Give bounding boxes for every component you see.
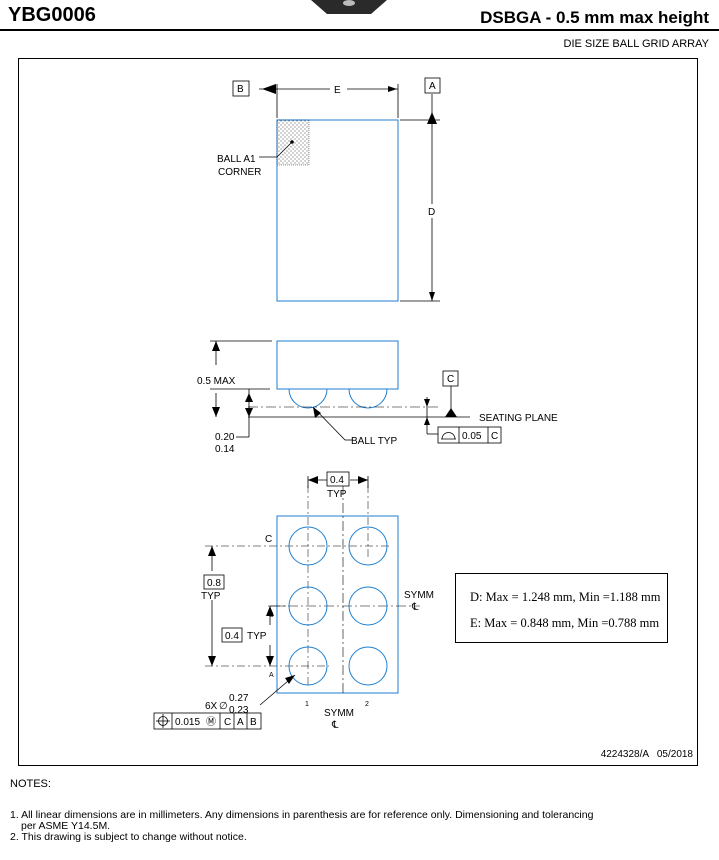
ball-b2 (348, 586, 388, 626)
diameter-symbol: ∅ (219, 701, 228, 712)
position-tolerance-value: 0.015 (175, 717, 200, 728)
package-code: YBG0006 (8, 4, 96, 26)
ball-a2 (348, 646, 388, 686)
symm-bottom-label: SYMM (324, 708, 354, 719)
die-outline-bottom (276, 515, 399, 694)
datum-b-label: B (237, 84, 244, 95)
note-1-continued: per ASME Y14.5M. (21, 820, 111, 832)
seating-plane-label: SEATING PLANE (479, 413, 558, 424)
symm-right-label: SYMM (404, 590, 434, 601)
ball-typ-label: BALL TYP (351, 436, 397, 447)
bottom-view: 0.4 TYP 0.8 TYP 0.4 TYP C B A 1 2 SYMM ℄… (153, 471, 434, 731)
side-ball-1 (288, 388, 328, 409)
col-2-label: 2 (365, 701, 369, 708)
pitch-y-total-typ: TYP (201, 591, 221, 602)
position-datum-3: B (250, 717, 257, 728)
drawing-frame (18, 58, 698, 766)
ball-a1-label-line2: CORNER (218, 167, 261, 178)
header-rule (0, 29, 719, 31)
symm-right-cl: ℄ (411, 602, 419, 613)
side-view: SEATING PLANE 0.5 MAX 0.20 0.14 BALL TYP… (197, 340, 558, 455)
ball-c2 (348, 526, 388, 566)
ball-count: 6X (205, 701, 218, 712)
package-thumbnail (311, 0, 387, 14)
position-datum-1: C (224, 717, 231, 728)
max-height-label: 0.5 MAX (197, 376, 236, 387)
pitch-x-typ: TYP (327, 489, 347, 500)
datum-c-label: C (447, 374, 454, 385)
ball-b1 (288, 586, 328, 626)
pitch-y-total-label: 0.8 (207, 578, 221, 589)
standoff-max: 0.20 (215, 432, 235, 443)
flatness-datum: C (491, 431, 498, 442)
row-b-label: B (269, 612, 274, 619)
standoff-min: 0.14 (215, 444, 235, 455)
die-outline-side (276, 340, 399, 390)
die-outline-top (276, 119, 399, 302)
dimension-table: D: Max = 1.248 mm, Min =1.188 mm E: Max … (455, 573, 668, 643)
dim-e-label: E (334, 85, 341, 96)
pitch-x-label: 0.4 (330, 475, 344, 486)
package-subtitle: DIE SIZE BALL GRID ARRAY (563, 38, 710, 50)
pitch-y-typ: TYP (247, 631, 267, 642)
ball-a1-label-line1: BALL A1 (217, 154, 256, 165)
dimension-e-line: E: Max = 0.848 mm, Min =0.788 mm (470, 616, 660, 630)
row-a-label: A (269, 672, 274, 679)
side-ball-2 (348, 388, 388, 409)
pitch-y-label: 0.4 (225, 631, 239, 642)
notes-list: 1. All linear dimensions are in millimet… (10, 810, 710, 843)
col-1-label: 1 (305, 701, 309, 708)
position-icon (156, 714, 170, 728)
top-view: BALL A1 CORNER E B D A (217, 77, 441, 302)
package-title: DSBGA - 0.5 mm max height (480, 8, 709, 27)
flatness-tolerance: 0.05 (462, 431, 482, 442)
row-c-label: C (265, 534, 272, 545)
symm-bottom-cl: ℄ (331, 720, 339, 731)
ball-a1 (288, 646, 328, 686)
ball-c1 (288, 526, 328, 566)
note-1: 1. All linear dimensions are in millimet… (10, 809, 594, 821)
dim-d-label: D (428, 207, 435, 218)
ball-dia-min: 0.23 (229, 705, 249, 716)
mmc-symbol: Ⓜ (206, 716, 216, 728)
position-datum-2: A (237, 717, 244, 728)
note-2: 2. This drawing is subject to change wit… (10, 831, 247, 843)
dimension-d-line: D: Max = 1.248 mm, Min =1.188 mm (470, 590, 661, 604)
ball-dia-max: 0.27 (229, 693, 249, 704)
notes-heading: NOTES: (10, 778, 51, 790)
document-number: 4224328/A 05/2018 (600, 749, 693, 760)
datum-a-label: A (429, 81, 436, 92)
profile-surface-icon (441, 432, 456, 440)
